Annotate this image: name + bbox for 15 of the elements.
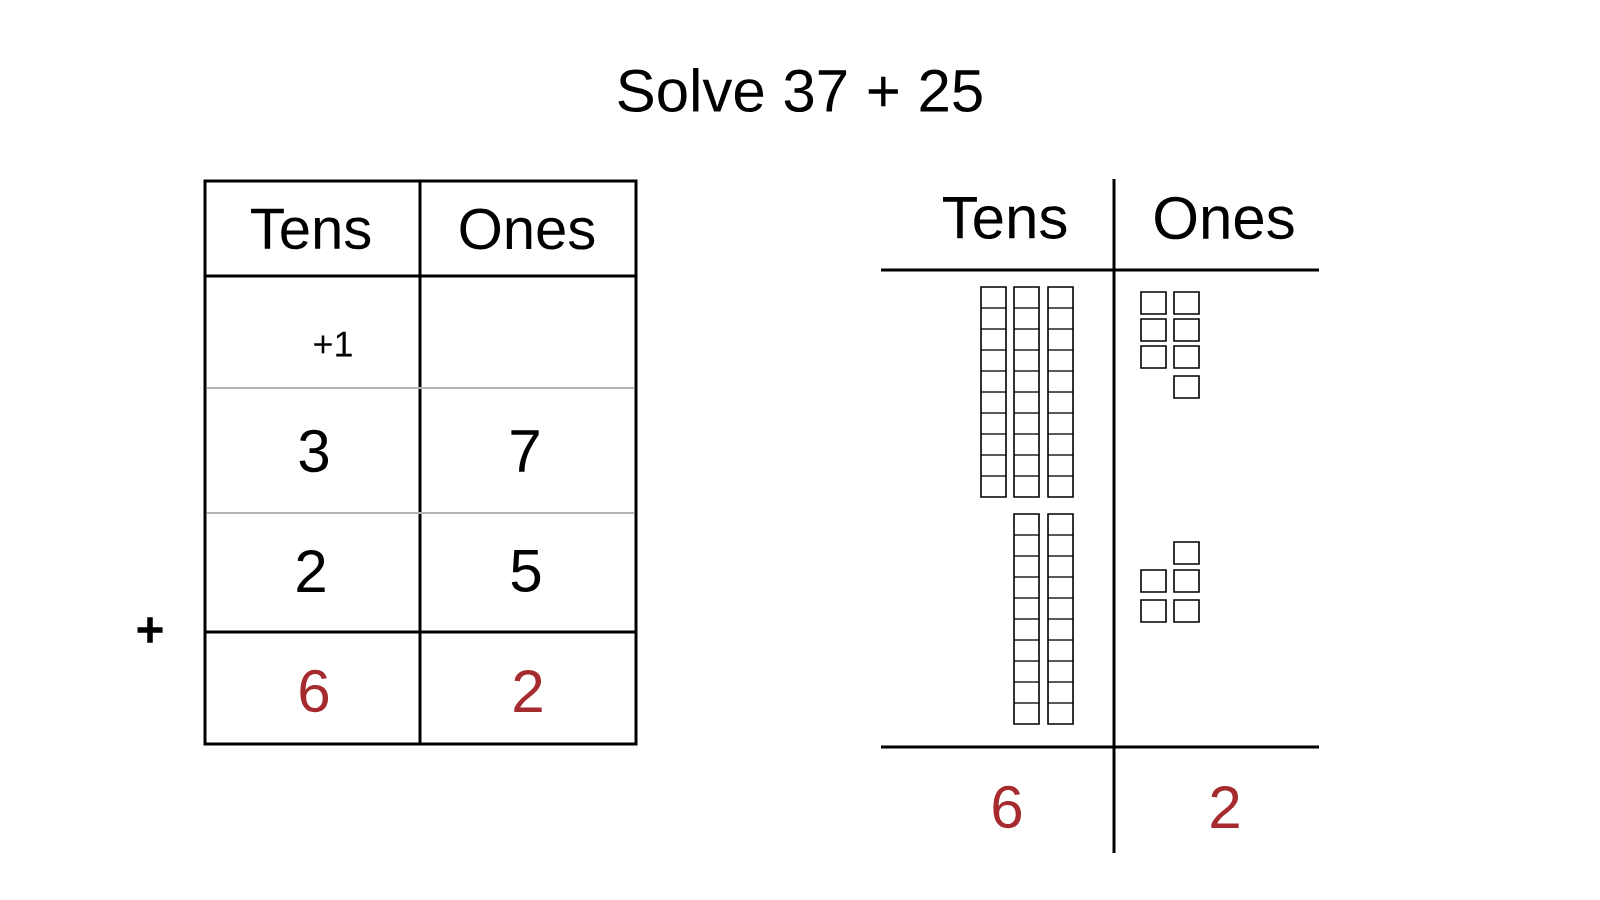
column-header: Tens [943, 197, 1067, 239]
digit: 2 [297, 550, 325, 592]
column-header: Tens [251, 208, 371, 250]
digit: 5 [511, 550, 541, 592]
column-header: Ones [460, 208, 595, 250]
sum-digit: 6 [993, 785, 1022, 829]
sum-digit: 2 [1211, 786, 1239, 828]
column-header: Ones [1155, 196, 1294, 240]
sum-digit: 6 [300, 669, 329, 713]
carry-digit: +1 [314, 331, 352, 357]
sum-digit: 2 [514, 670, 542, 712]
digit: 7 [511, 430, 539, 472]
title: Solve 37 + 25 [618, 67, 982, 113]
plus-sign: + [137, 617, 163, 643]
digit: 3 [299, 429, 329, 473]
